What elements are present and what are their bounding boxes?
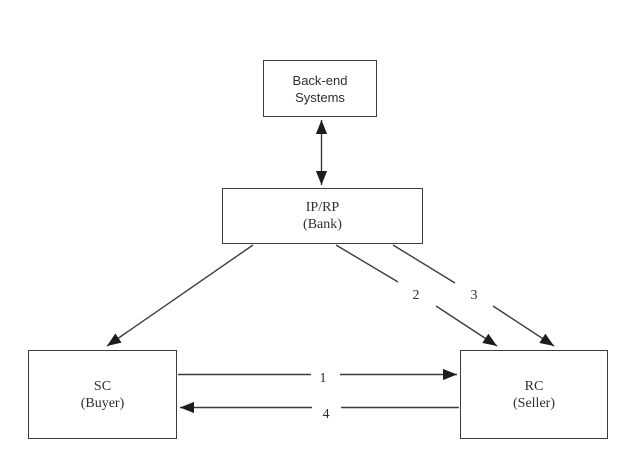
node-ip-rp-bank-label: IP/RP (Bank) <box>303 199 342 233</box>
node-ip-rp-bank-line2: (Bank) <box>303 217 342 232</box>
node-sc-buyer: SC (Buyer) <box>28 350 177 439</box>
node-sc-buyer-label: SC (Buyer) <box>81 378 125 412</box>
bank-seller-2-segment-upper <box>335 244 399 283</box>
node-rc-seller-line2: (Seller) <box>513 395 555 411</box>
node-backend-systems-label: Back-end Systems <box>293 72 348 106</box>
node-ip-rp-bank: IP/RP (Bank) <box>222 188 423 244</box>
bank-buyer-line <box>106 244 254 347</box>
edge-label-3: 3 <box>471 288 478 303</box>
node-rc-seller-line1: RC <box>524 378 544 394</box>
edge-label-1: 1 <box>320 371 327 386</box>
node-sc-buyer-line1: SC <box>93 378 112 394</box>
bank-seller-2-segment-lower <box>435 305 498 347</box>
arrow-buyer-seller-1: 1 <box>178 368 457 386</box>
node-backend-systems-line2: Systems <box>295 89 345 105</box>
edge-label-2: 2 <box>413 288 420 303</box>
node-sc-buyer-line2: (Buyer) <box>80 395 125 411</box>
arrow-bank-buyer <box>106 244 254 347</box>
node-rc-seller-label: RC (Seller) <box>513 378 555 412</box>
node-ip-rp-bank-line1: IP/RP <box>305 200 340 215</box>
arrow-seller-buyer-4: 4 <box>180 401 459 422</box>
bank-seller-3-segment-upper <box>392 244 456 284</box>
node-backend-systems-line1: Back-end <box>292 72 348 88</box>
edge-label-4: 4 <box>323 407 330 422</box>
arrow-bank-seller-2: 2 <box>335 244 498 347</box>
arrow-bank-seller-3: 3 <box>392 244 555 347</box>
node-rc-seller: RC (Seller) <box>460 350 608 439</box>
node-backend-systems: Back-end Systems <box>263 60 377 117</box>
bank-seller-3-segment-lower <box>492 305 555 347</box>
